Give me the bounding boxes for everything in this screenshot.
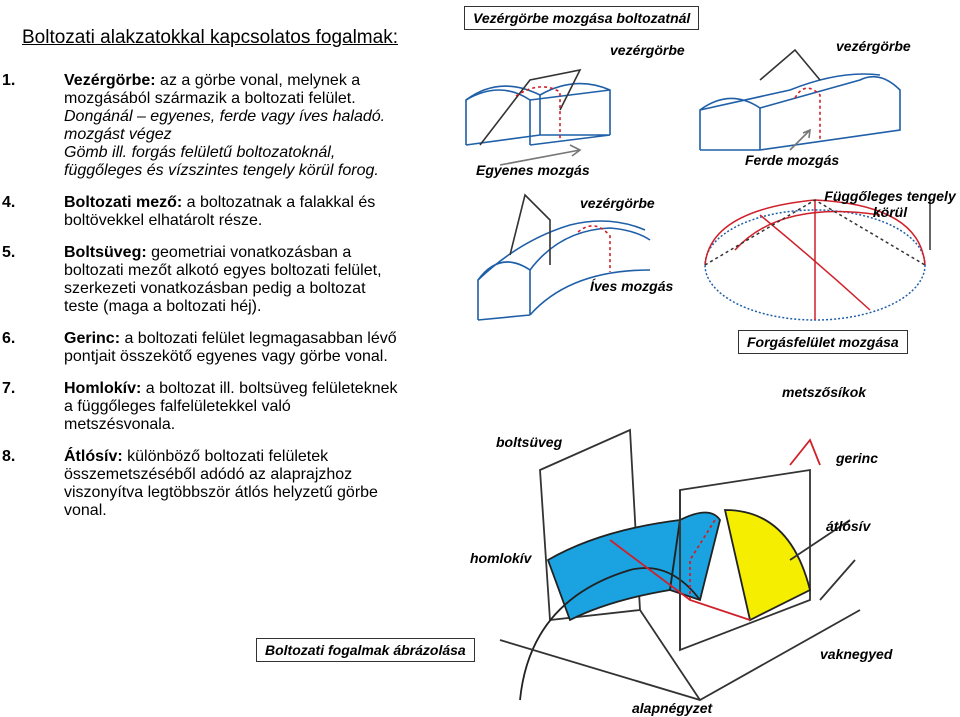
item-term: Gerinc:: [64, 330, 121, 347]
label-vezergorbe-3: vezérgörbe: [580, 195, 655, 211]
vault-sketches: [465, 48, 931, 701]
item-text: a boltozat ill. boltsüveg felületeknek a…: [64, 380, 398, 433]
label-homlokiv: homlokív: [470, 550, 532, 566]
item-term: Átlósív:: [64, 448, 123, 465]
item-number: 5.: [2, 244, 16, 261]
label-metszosikok: metszősíkok: [782, 384, 867, 400]
definition-item-4: 4. Boltozati mező: a boltozatnak a falak…: [0, 194, 460, 230]
item-term: Boltozati mező:: [64, 194, 183, 211]
label-ferde: Ferde mozgás: [745, 152, 840, 168]
item-text: az a görbe vonal, melynek a mozgásából s…: [64, 72, 361, 107]
page-title: Boltozati alakzatokkal kapcsolatos fogal…: [22, 27, 398, 48]
item-term: Boltsüveg:: [64, 244, 147, 261]
item-number: 8.: [2, 448, 16, 465]
sketch-vault-concepts: [499, 428, 861, 701]
label-top-box: Vezérgörbe mozgása boltozatnál: [464, 6, 700, 30]
item-extra-1: Dongánál – egyenes, ferde vagy íves hala…: [64, 108, 386, 143]
item-number: 1.: [2, 72, 16, 89]
item-number: 4.: [2, 194, 16, 211]
diagram-area: Vezérgörbe mozgása boltozatnál vezérgörb…: [256, 0, 960, 717]
label-forgas-box: Forgásfelület mozgása: [738, 330, 908, 354]
sketch-curved-barrel: [477, 193, 651, 321]
label-bottom-box: Boltozati fogalmak ábrázolása: [256, 638, 475, 662]
definition-list: 1. Vezérgörbe: az a görbe vonal, melynek…: [0, 72, 460, 520]
label-fuggoleges: Függőleges tengely körül: [824, 188, 956, 220]
sketch-straight-barrel: [465, 68, 611, 166]
item-number: 6.: [2, 330, 16, 347]
item-text: a boltozati felület legmagasabban lévő p…: [64, 330, 397, 365]
item-text: a boltozatnak a falakkal és boltövekkel …: [64, 194, 376, 229]
label-ives: Íves mozgás: [590, 278, 674, 294]
label-vezergorbe-2: vezérgörbe: [836, 38, 911, 54]
label-boltsuveg: boltsüveg: [496, 434, 563, 450]
label-alapnegyzet: alapnégyzet: [632, 700, 713, 716]
definition-item-5: 5. Boltsüveg: geometriai vonatkozásban a…: [0, 244, 460, 316]
item-text: geometriai vonatkozásban a boltozati mez…: [64, 244, 382, 315]
item-term: Vezérgörbe:: [64, 72, 156, 89]
label-gerinc: gerinc: [836, 450, 879, 466]
item-number: 7.: [2, 380, 16, 397]
sketch-oblique-barrel: [699, 48, 901, 151]
definition-item-6: 6. Gerinc: a boltozati felület legmagasa…: [0, 330, 460, 366]
item-text: különböző boltozati felületek összemetsz…: [64, 448, 378, 519]
definition-item-1: 1. Vezérgörbe: az a görbe vonal, melynek…: [0, 72, 460, 180]
sketch-dome: [704, 199, 931, 321]
item-term: Homlokív:: [64, 380, 142, 397]
definition-item-7: 7. Homlokív: a boltozat ill. boltsüveg f…: [0, 380, 460, 434]
label-vaknegyed: vaknegyed: [820, 646, 893, 662]
item-extra-2: Gömb ill. forgás felületű boltozatoknál,…: [64, 144, 379, 179]
definition-item-8: 8. Átlósív: különböző boltozati felülete…: [0, 448, 460, 520]
label-vezergorbe-1: vezérgörbe: [610, 42, 685, 58]
label-egyenes: Egyenes mozgás: [476, 162, 590, 178]
label-atlosiv: átlósív: [826, 518, 871, 534]
